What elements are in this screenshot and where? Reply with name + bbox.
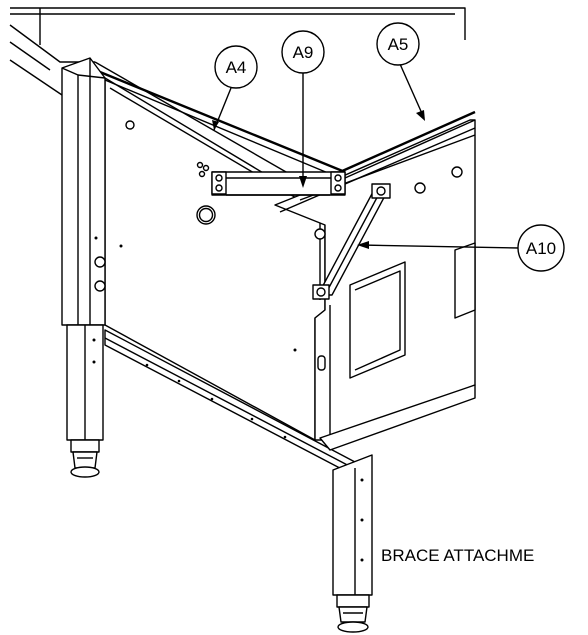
callout-a10: A10 [517, 224, 565, 272]
callout-a10-label: A10 [526, 239, 556, 258]
callout-a5: A5 [376, 22, 420, 66]
caption-brace-attachment: BRACE ATTACHME [381, 546, 534, 565]
callout-a5-label: A5 [388, 35, 409, 54]
callout-a9: A9 [281, 30, 325, 74]
brace-a9 [211, 171, 346, 196]
left-leg [61, 57, 106, 478]
callout-a9-label: A9 [293, 43, 314, 62]
left-side-panel [104, 77, 326, 441]
top-flange-left [99, 70, 346, 179]
upper-frame [9, 7, 466, 181]
brace-a10 [312, 183, 391, 300]
front-leg [332, 454, 373, 633]
callout-a4-label: A4 [226, 58, 247, 77]
callout-a4: A4 [214, 45, 258, 89]
leader-lines [212, 63, 520, 249]
lower-rail [104, 329, 476, 477]
